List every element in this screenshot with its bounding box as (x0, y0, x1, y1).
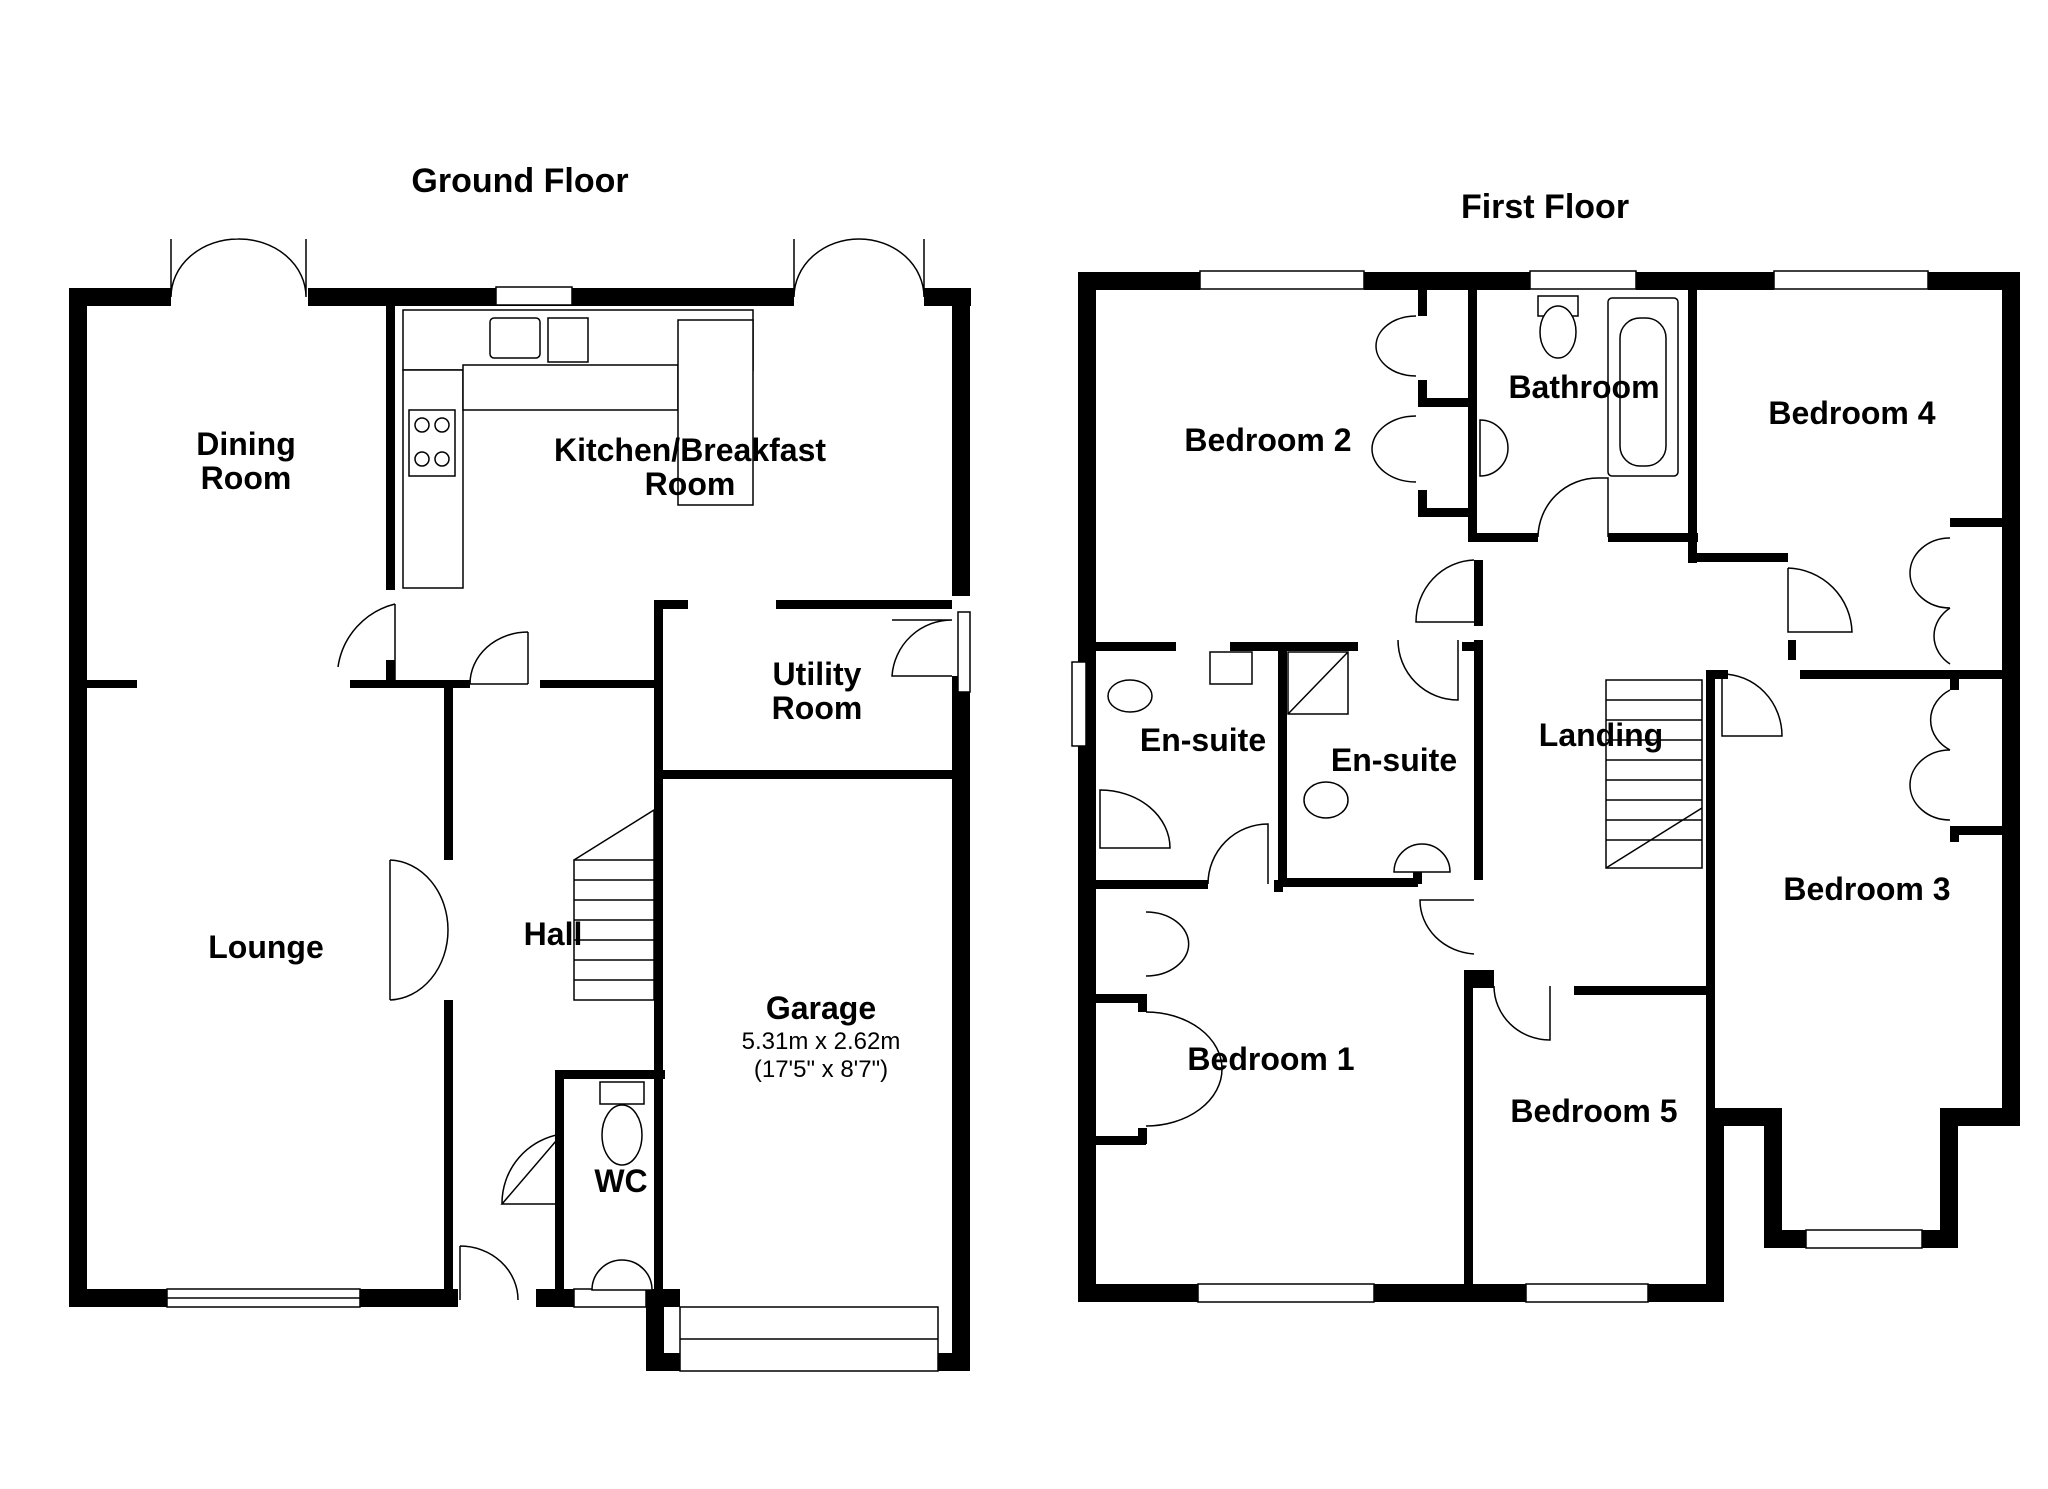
ground-floor-plan: Ground Floor (69, 162, 971, 1372)
wc-label: WC (594, 1163, 647, 1199)
ground-stairs (573, 808, 655, 1001)
drainer-icon (547, 317, 589, 363)
utility-label-2: Room (772, 690, 863, 726)
first-floor-stairs (1605, 679, 1703, 869)
ground-floor-walls (69, 288, 971, 1371)
ensuite1-label: En-suite (1140, 722, 1266, 758)
first-floor-plan: First Floor (1071, 188, 2020, 1303)
bedroom2-label: Bedroom 2 (1184, 422, 1351, 458)
garage-label: Garage (766, 990, 876, 1026)
garage-dimensions-metric: 5.31m x 2.62m (742, 1028, 901, 1055)
ground-floor-title: Ground Floor (411, 162, 628, 200)
toilet-icon (601, 1104, 643, 1166)
first-floor-doors (1207, 477, 1853, 1041)
ensuite1-shower-icon (1099, 789, 1171, 849)
bathroom-basin-icon (1479, 419, 1509, 477)
dining-room-label-1: Dining (196, 426, 296, 462)
bedroom3-label: Bedroom 3 (1783, 871, 1950, 907)
basin-icon (591, 1259, 653, 1291)
hall-label: Hall (524, 916, 583, 952)
bathroom-label: Bathroom (1508, 369, 1659, 405)
bathroom-fittings (1479, 295, 1679, 477)
kitchen-fittings (402, 309, 754, 589)
sink-icon (489, 317, 541, 359)
bedroom4-label: Bedroom 4 (1768, 395, 1935, 431)
bedroom5-label: Bedroom 5 (1510, 1093, 1677, 1129)
hob-icon (408, 409, 456, 477)
wardrobe-doors (1145, 315, 1951, 1127)
lounge-label: Lounge (208, 929, 324, 965)
ensuite2-toilet-icon (1303, 781, 1349, 819)
landing-label: Landing (1539, 717, 1663, 753)
ensuite1-basin-icon (1209, 651, 1253, 685)
toilet-cistern-icon (599, 1081, 645, 1105)
bedroom1-label: Bedroom 1 (1187, 1041, 1354, 1077)
ensuite2-label: En-suite (1331, 742, 1457, 778)
ensuite2-fittings (1287, 651, 1451, 873)
ensuite1-toilet-icon (1107, 679, 1153, 713)
ensuite1-fittings (1099, 651, 1253, 849)
wc-fittings (591, 1081, 653, 1291)
kitchen-label-1: Kitchen/Breakfast (554, 432, 826, 468)
first-floor-windows (1071, 270, 1929, 1303)
ground-floor-openings (166, 238, 971, 1372)
utility-label-1: Utility (773, 656, 862, 692)
first-floor-title: First Floor (1461, 188, 1629, 226)
ensuite2-basin-icon (1393, 843, 1451, 873)
first-floor-walls (1078, 272, 2020, 1302)
dining-room-label-2: Room (201, 460, 292, 496)
bathroom-toilet-icon (1539, 305, 1577, 359)
kitchen-label-2: Room (645, 466, 736, 502)
garage-dimensions-imperial: (17'5" x 8'7") (754, 1056, 888, 1083)
